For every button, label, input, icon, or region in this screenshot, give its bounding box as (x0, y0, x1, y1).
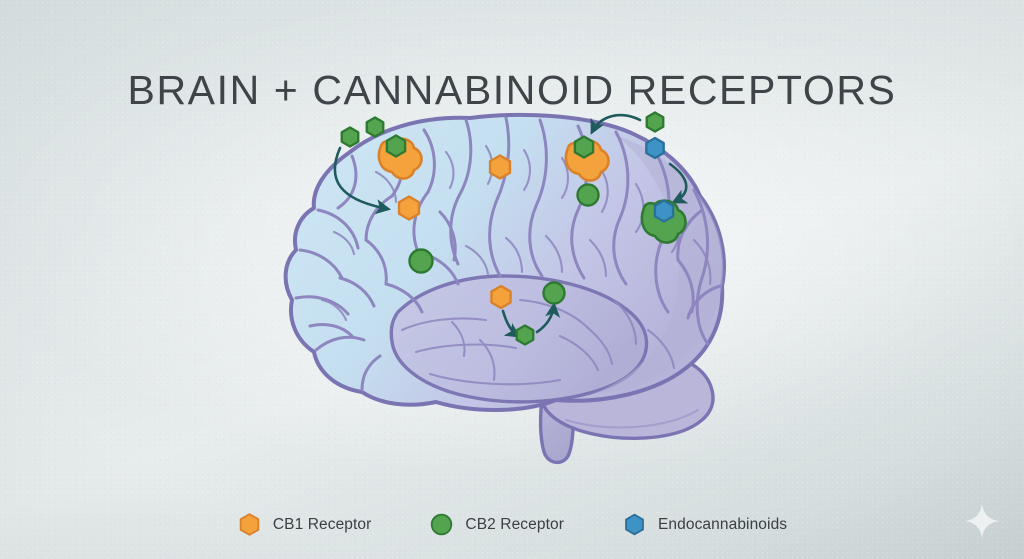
posterior-shading (592, 134, 724, 394)
bound-cb2-ligand-hex-right-receptor (573, 135, 595, 159)
bound-cb2-ligand-hex-left-receptor (385, 134, 407, 158)
cb2-receptor-circle-temporal (542, 281, 566, 305)
cb2-receptor-circle-left-frontal (408, 248, 434, 274)
free-cb2-ligand-hex-upper-left-a (340, 126, 360, 148)
cb2-receptor-circle-icon (431, 513, 453, 536)
receptor-markers (340, 111, 675, 346)
cb2-ligand-hex-temporal-lower (515, 324, 535, 346)
sparkle-star-icon (965, 504, 999, 538)
free-endocannabinoid-hex-upper-right (645, 136, 665, 160)
legend-label-endocannabinoids: Endocannabinoids (657, 515, 788, 533)
bound-endocannabinoid-hex-right-receptor (653, 199, 675, 223)
cb1-receptor-hexagon-icon (239, 513, 260, 536)
cb1-receptor-hex-top-center (488, 154, 512, 180)
legend-label-cb2: CB2 Receptor (465, 515, 564, 533)
arrow-ligand-to-cb1-left (333, 146, 391, 215)
arrow-ligand-to-cb2-temporal (535, 301, 561, 334)
gyri-lines-fine (320, 144, 712, 386)
endocannabinoid-hexagon-icon (625, 513, 644, 536)
page-title: BRAIN + CANNABINOID RECEPTORS (127, 67, 897, 114)
free-cb2-ligand-hex-upper-right (645, 111, 665, 133)
arrow-ligand-to-cb2-right (590, 113, 642, 135)
legend-label-cb1: CB1 Receptor (272, 515, 372, 533)
arrow-endocannabinoid-to-receptor (668, 162, 689, 204)
legend-item-endocannabinoids[interactable]: Endocannabinoids (622, 512, 787, 537)
legend: CB1 Receptor CB2 Receptor Endocannabinoi… (0, 512, 1024, 537)
brain-anatomy-group (283, 112, 726, 464)
cb2-receptor-circle-right-parietal (576, 183, 600, 207)
legend-item-cb2[interactable]: CB2 Receptor (429, 512, 564, 537)
cb1-receptor-hex-left-cortex (397, 195, 421, 221)
legend-item-cb1[interactable]: CB1 Receptor (237, 512, 372, 537)
free-cb2-ligand-hex-upper-left-b (365, 116, 385, 138)
cb1-receptor-hex-temporal (490, 284, 512, 310)
cerebellum-inner-line-2 (565, 409, 699, 429)
